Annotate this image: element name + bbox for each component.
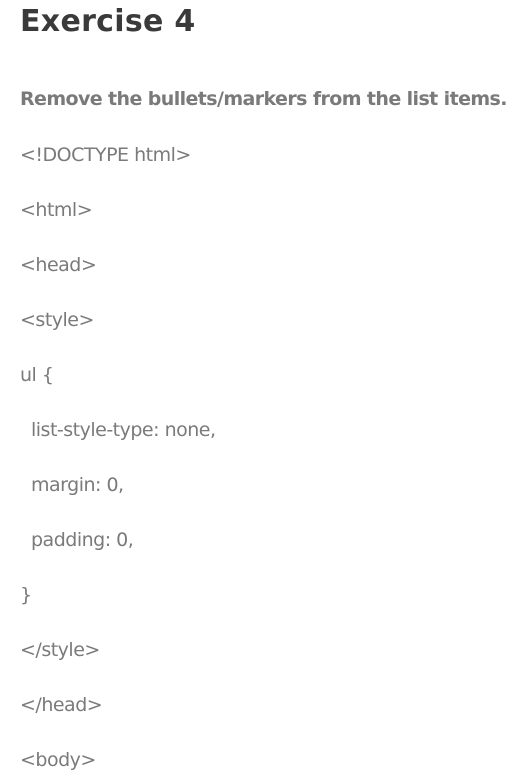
code-line-closing-brace: } [20,584,32,606]
code-line-style-close: </style> [20,639,100,661]
code-line-margin: margin: 0, [31,474,124,496]
code-line-doctype: <!DOCTYPE html> [20,144,191,166]
exercise-title: Exercise 4 [20,4,196,39]
code-line-ul-selector: ul { [20,364,54,386]
code-line-head-open: <head> [20,254,97,276]
code-line-style-open: <style> [20,309,94,331]
code-line-padding: padding: 0, [31,529,134,551]
code-line-head-close: </head> [20,694,103,716]
code-line-html-open: <html> [20,199,93,221]
code-line-body-open: <body> [20,749,96,771]
exercise-instruction: Remove the bullets/markers from the list… [20,88,507,110]
code-line-list-style-type: list-style-type: none, [31,419,216,441]
